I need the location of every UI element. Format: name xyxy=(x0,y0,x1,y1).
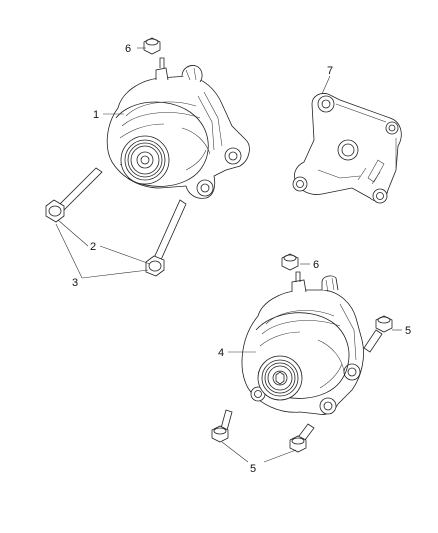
nut-upper xyxy=(143,37,161,55)
bolt-long-lower xyxy=(145,199,187,277)
bolt-short-middle xyxy=(289,423,315,453)
callout-7: 7 xyxy=(327,65,333,77)
nut-lower xyxy=(281,253,299,271)
bracket xyxy=(292,93,402,204)
alternator-upper xyxy=(106,57,250,199)
callout-6-upper: 6 xyxy=(125,43,131,55)
callout-4: 4 xyxy=(218,347,224,359)
callout-6-lower: 6 xyxy=(313,259,319,271)
callout-5-upper: 5 xyxy=(405,325,411,337)
bolt-long-upper xyxy=(45,167,103,223)
callout-1: 1 xyxy=(93,109,99,121)
alternator-lower xyxy=(241,271,364,415)
bolt-short-right xyxy=(363,315,393,353)
callout-3: 3 xyxy=(72,277,78,289)
bolt-short-left xyxy=(211,409,233,443)
callout-2: 2 xyxy=(90,241,96,253)
callout-5-lower: 5 xyxy=(250,463,256,475)
leader-lines xyxy=(55,47,402,463)
